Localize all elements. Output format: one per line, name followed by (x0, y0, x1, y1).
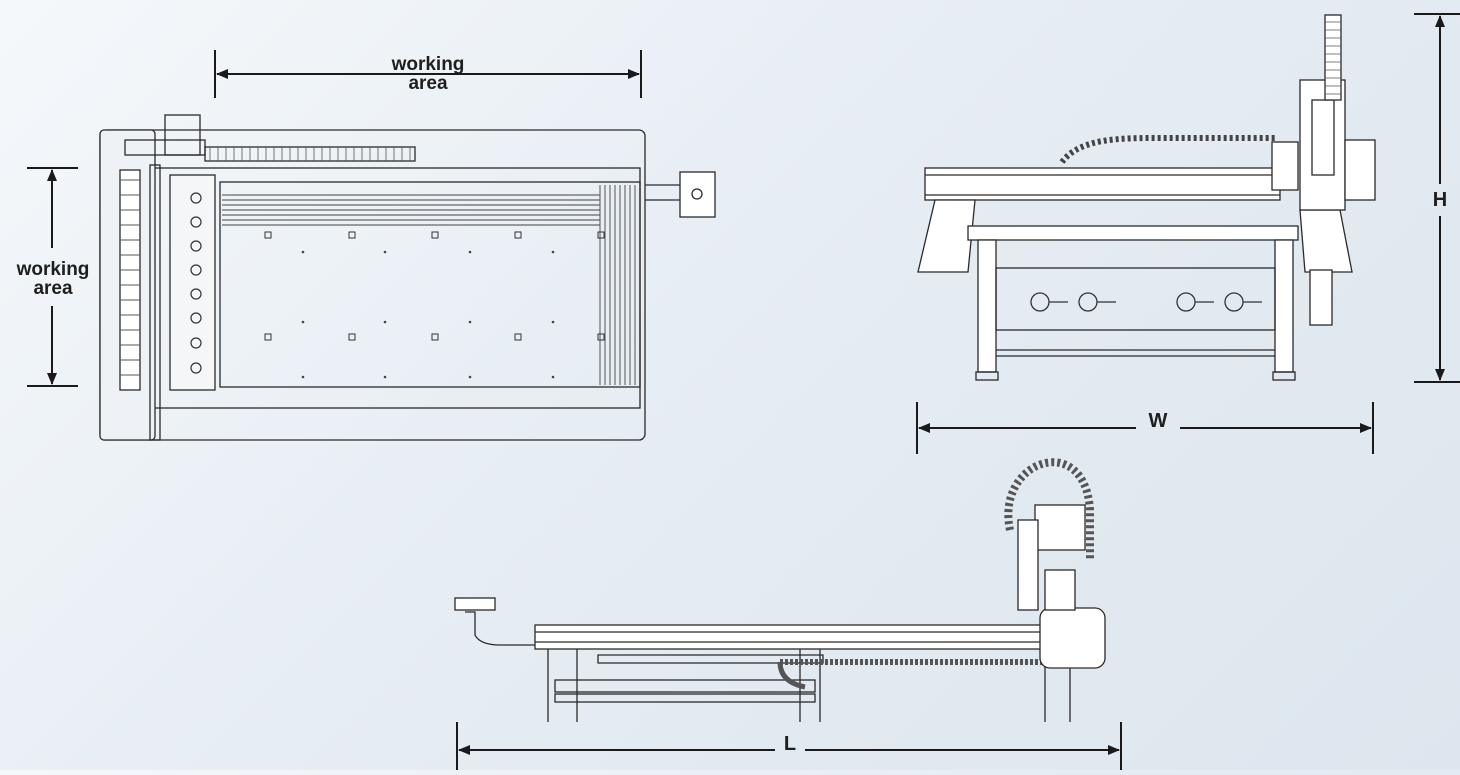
side-view-length-dimension (456, 722, 1122, 770)
front-view-height-label: H (1432, 189, 1448, 211)
top-view-vertical-dimension (27, 167, 78, 387)
front-view (917, 14, 1376, 381)
top-view-horizontal-label: working area (391, 54, 465, 94)
top-view (99, 114, 716, 441)
front-view-height-dimension (1414, 13, 1460, 383)
top-view-horizontal-dimension (214, 50, 642, 98)
top-view-vertical-label: working area (16, 259, 90, 299)
front-view-width-label: W (1148, 410, 1168, 432)
front-view-width-dimension (916, 402, 1374, 454)
side-view (454, 458, 1106, 722)
side-view-length-label: L (783, 733, 797, 755)
